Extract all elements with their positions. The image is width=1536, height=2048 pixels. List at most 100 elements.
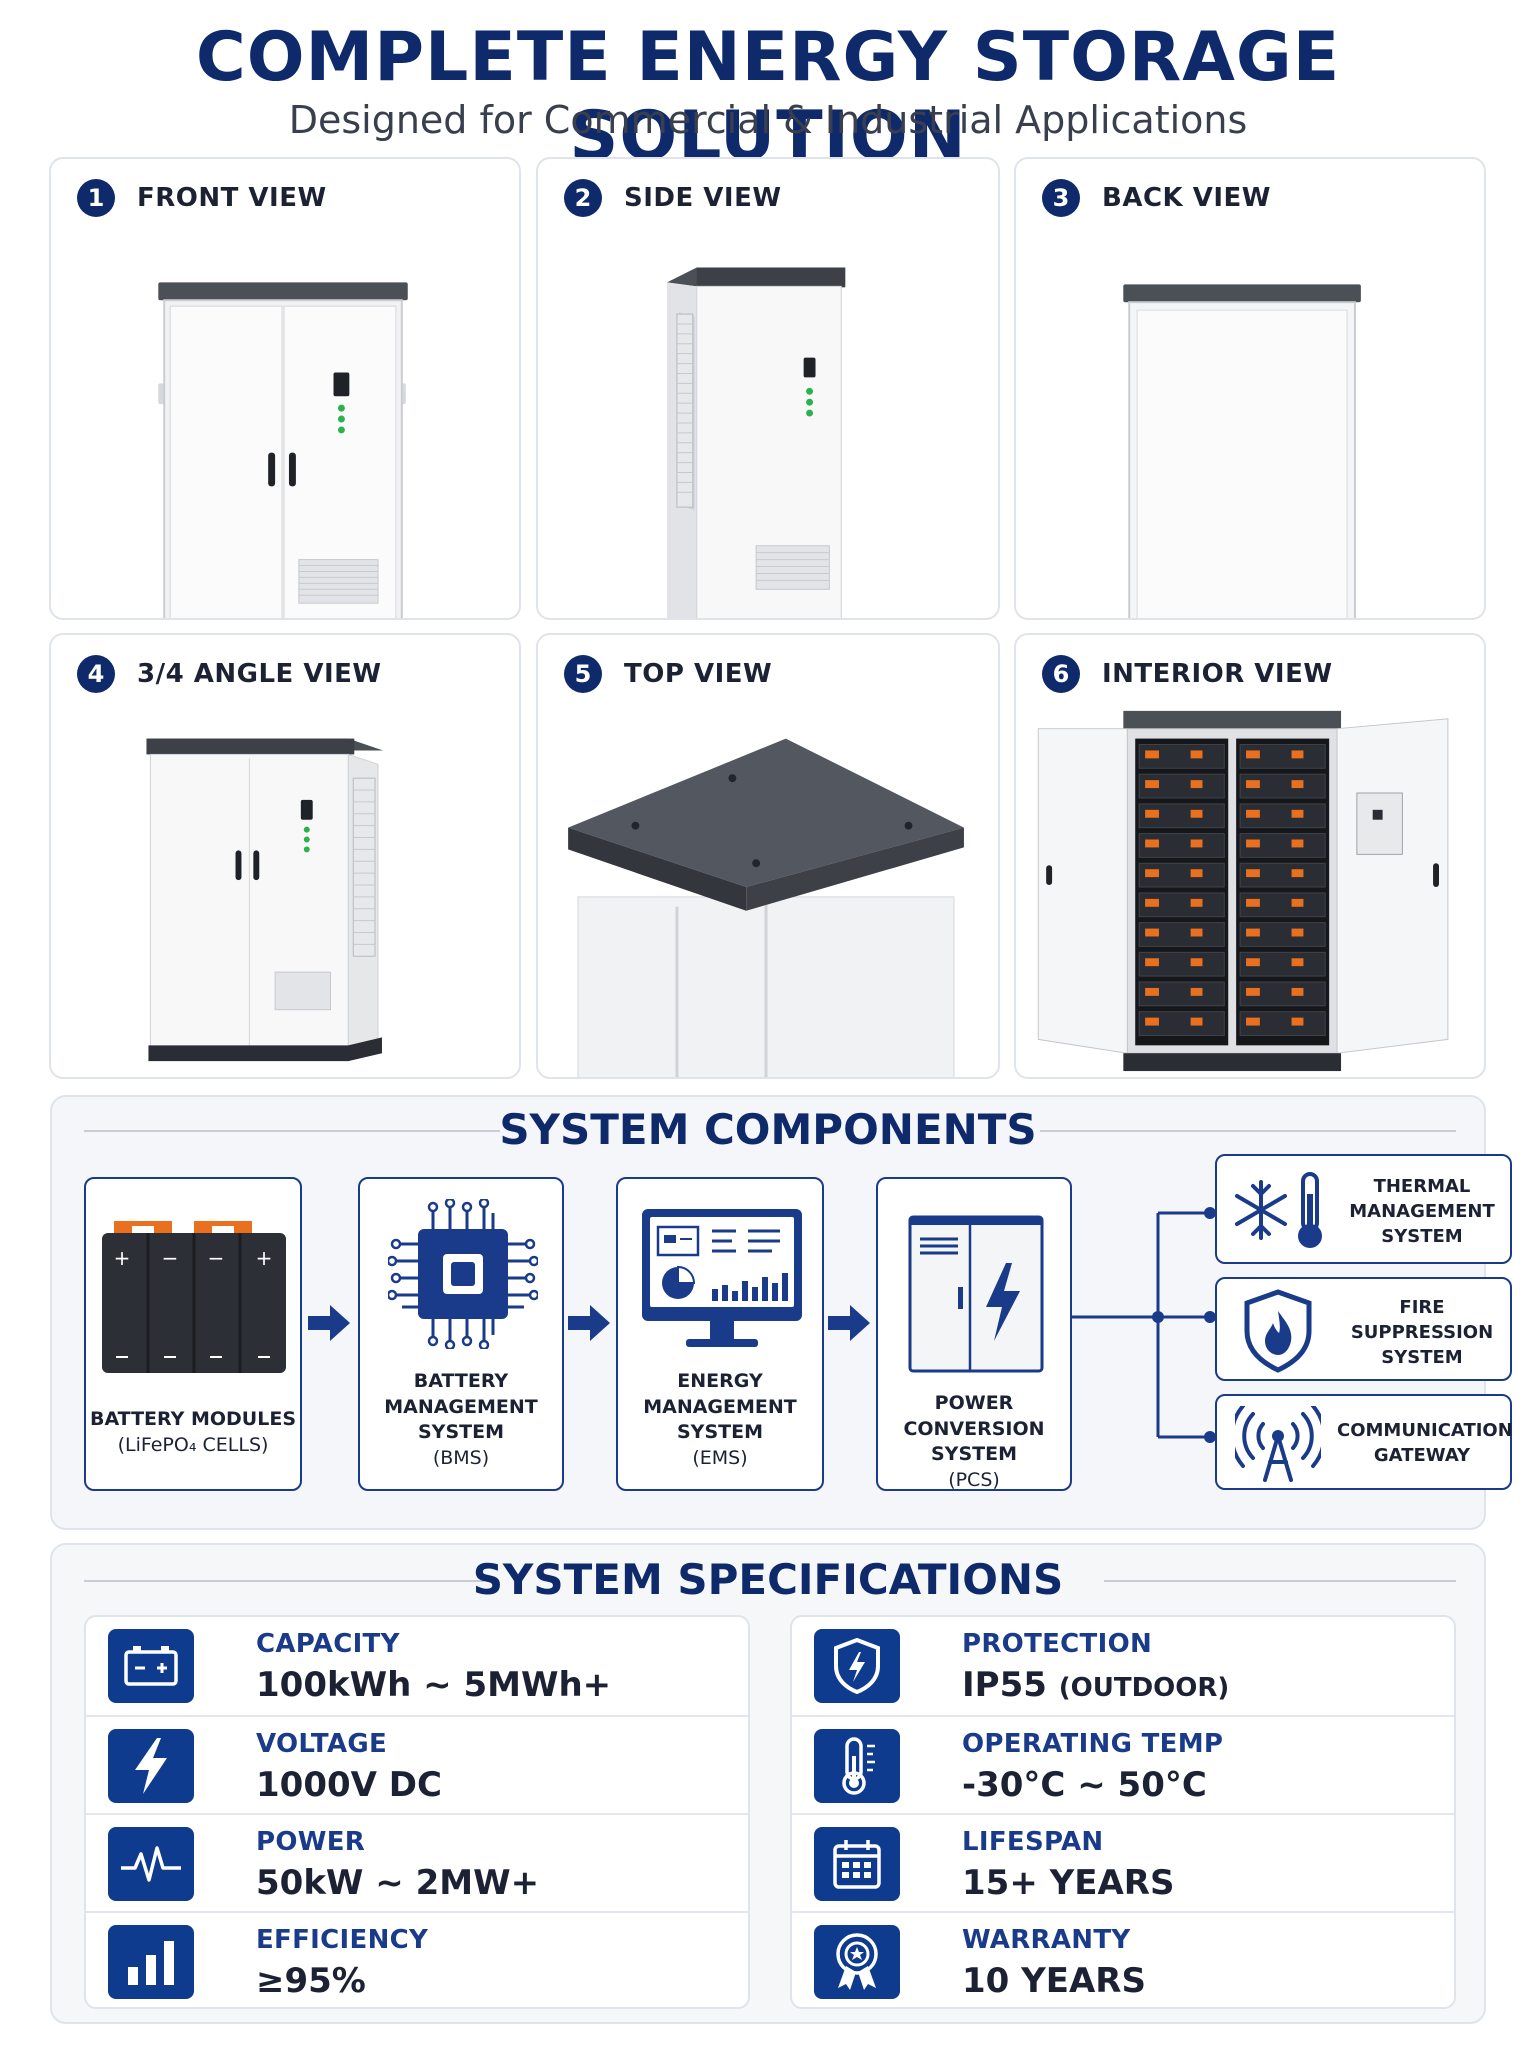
battery-terminal: [1291, 809, 1304, 818]
battery-terminal: [1145, 750, 1159, 759]
connector-lines: [1072, 1207, 1216, 1443]
component-label: MANAGEMENT: [643, 1395, 797, 1418]
view-number-badge: 2: [564, 179, 602, 217]
battery-terminal: [1145, 898, 1159, 907]
battery-mark: −: [208, 1246, 225, 1270]
spec-row-warranty: WARRANTY 10 YEARS: [792, 1911, 1454, 2007]
spec-value: 15+ YEARS: [962, 1863, 1175, 1903]
thermometer-icon: [814, 1729, 900, 1803]
component-label: SYSTEM: [418, 1421, 504, 1444]
view-label: FRONT VIEW: [137, 183, 327, 213]
spec-name: VOLTAGE: [256, 1729, 388, 1759]
component-label: BATTERY: [413, 1370, 509, 1392]
chip-icon: [388, 1199, 538, 1349]
spec-row-power: POWER 50kW ~ 2MW+: [86, 1813, 748, 1909]
view-number-badge: 1: [77, 179, 115, 217]
battery-module-rack: [1138, 744, 1225, 769]
battery-terminal: [1246, 780, 1260, 789]
battery-terminal: [1190, 809, 1203, 818]
title-rule-right: [1104, 1580, 1456, 1582]
battery-terminal: [1190, 958, 1203, 967]
battery-module-rack: [1138, 981, 1225, 1007]
title-rule-left: [84, 1130, 500, 1132]
side-view-cabinet-image: [667, 267, 846, 618]
component-label: SYSTEM: [1381, 1347, 1463, 1369]
battery-terminal: [1145, 839, 1159, 848]
back-view-cabinet-image: [1123, 284, 1361, 618]
battery-icon: [108, 1629, 194, 1703]
battery-module-rack: [1239, 803, 1326, 829]
view-card-front: 1 FRONT VIEW: [49, 157, 521, 620]
battery-terminal: [1246, 839, 1260, 848]
view-label: SIDE VIEW: [624, 183, 782, 213]
specs-right-column: PROTECTION IP55 (OUTDOOR) OPERATING TEMP…: [790, 1615, 1456, 2009]
page-title: COMPLETE ENERGY STORAGE SOLUTION: [195, 18, 1341, 176]
spec-name: WARRANTY: [962, 1925, 1131, 1955]
component-ems: ENERGY MANAGEMENT SYSTEM (EMS): [616, 1177, 824, 1491]
spec-value: 10 YEARS: [962, 1961, 1146, 2001]
battery-terminal: [1145, 780, 1159, 789]
component-thermal-management: THERMAL MANAGEMENT SYSTEM: [1215, 1154, 1512, 1264]
monitor-dashboard-icon: [642, 1209, 802, 1347]
angle-view-cabinet-image: [146, 738, 383, 1062]
award-badge-icon: [814, 1925, 900, 1999]
battery-terminal: [1291, 987, 1304, 996]
top-view-cabinet-image: [568, 738, 964, 1077]
battery-terminal: [1291, 928, 1304, 937]
bar-chart-icon: [108, 1925, 194, 1999]
battery-module-rack: [1239, 773, 1326, 799]
spec-value: ≥95%: [256, 1961, 366, 2001]
view-number-badge: 3: [1042, 179, 1080, 217]
component-sublabel: (PCS): [948, 1468, 1000, 1491]
component-bms: BATTERY MANAGEMENT SYSTEM (BMS): [358, 1177, 564, 1491]
interior-view-cabinet-image: [1037, 710, 1449, 1072]
antenna-icon: [1235, 1406, 1321, 1482]
front-view-cabinet-image: [158, 282, 408, 618]
spec-name: OPERATING TEMP: [962, 1729, 1224, 1759]
component-label: THERMAL: [1373, 1176, 1471, 1197]
battery-terminal: [1291, 958, 1304, 967]
battery-terminal: [1246, 869, 1260, 878]
battery-module-rack: [1239, 981, 1326, 1007]
arrow-right-icon: [828, 1305, 870, 1341]
battery-terminal: [1291, 1017, 1304, 1026]
view-label: INTERIOR VIEW: [1102, 659, 1333, 689]
spec-row-voltage: VOLTAGE 1000V DC: [86, 1715, 748, 1811]
battery-module-rack: [1239, 744, 1326, 769]
component-label: FIRE: [1399, 1297, 1445, 1318]
spec-row-operating-temp: OPERATING TEMP -30°C ~ 50°C: [792, 1715, 1454, 1811]
title-rule-right: [1040, 1130, 1456, 1132]
battery-module-rack: [1138, 892, 1225, 918]
battery-terminal: [1291, 750, 1304, 759]
view-label: 3/4 ANGLE VIEW: [137, 659, 382, 689]
view-label: TOP VIEW: [624, 659, 773, 689]
battery-terminal: [1145, 958, 1159, 967]
battery-terminal: [1190, 780, 1203, 789]
spec-name: EFFICIENCY: [256, 1925, 429, 1955]
waveform-icon: [108, 1827, 194, 1901]
component-communication-gateway: COMMUNICATION GATEWAY: [1215, 1394, 1513, 1490]
view-label: BACK VIEW: [1102, 183, 1271, 213]
battery-terminal: [1190, 898, 1203, 907]
battery-module-rack: [1239, 1011, 1326, 1036]
battery-mark: +: [114, 1246, 131, 1270]
battery-module-rack: [1239, 892, 1326, 918]
page-subtitle: Designed for Commercial & Industrial App…: [288, 98, 1248, 142]
view-card-side: 2 SIDE VIEW: [536, 157, 1000, 620]
arrow-right-icon: [308, 1305, 350, 1341]
component-label: GATEWAY: [1373, 1445, 1471, 1467]
component-label: POWER: [934, 1392, 1014, 1414]
spec-name: CAPACITY: [256, 1629, 400, 1659]
specs-left-column: CAPACITY 100kWh ~ 5MWh+ VOLTAGE 1000V DC…: [84, 1615, 750, 2009]
spec-row-efficiency: EFFICIENCY ≥95%: [86, 1911, 748, 2007]
spec-name: PROTECTION: [962, 1629, 1153, 1659]
spec-value-main: IP55: [962, 1665, 1047, 1705]
battery-terminal: [1190, 987, 1203, 996]
battery-terminal: [1246, 898, 1260, 907]
battery-module-rack: [1138, 833, 1225, 858]
spec-name: POWER: [256, 1827, 366, 1857]
battery-terminal: [1246, 809, 1260, 818]
battery-terminal: [1190, 869, 1203, 878]
spec-row-capacity: CAPACITY 100kWh ~ 5MWh+: [86, 1617, 748, 1713]
view-number-badge: 5: [564, 655, 602, 693]
